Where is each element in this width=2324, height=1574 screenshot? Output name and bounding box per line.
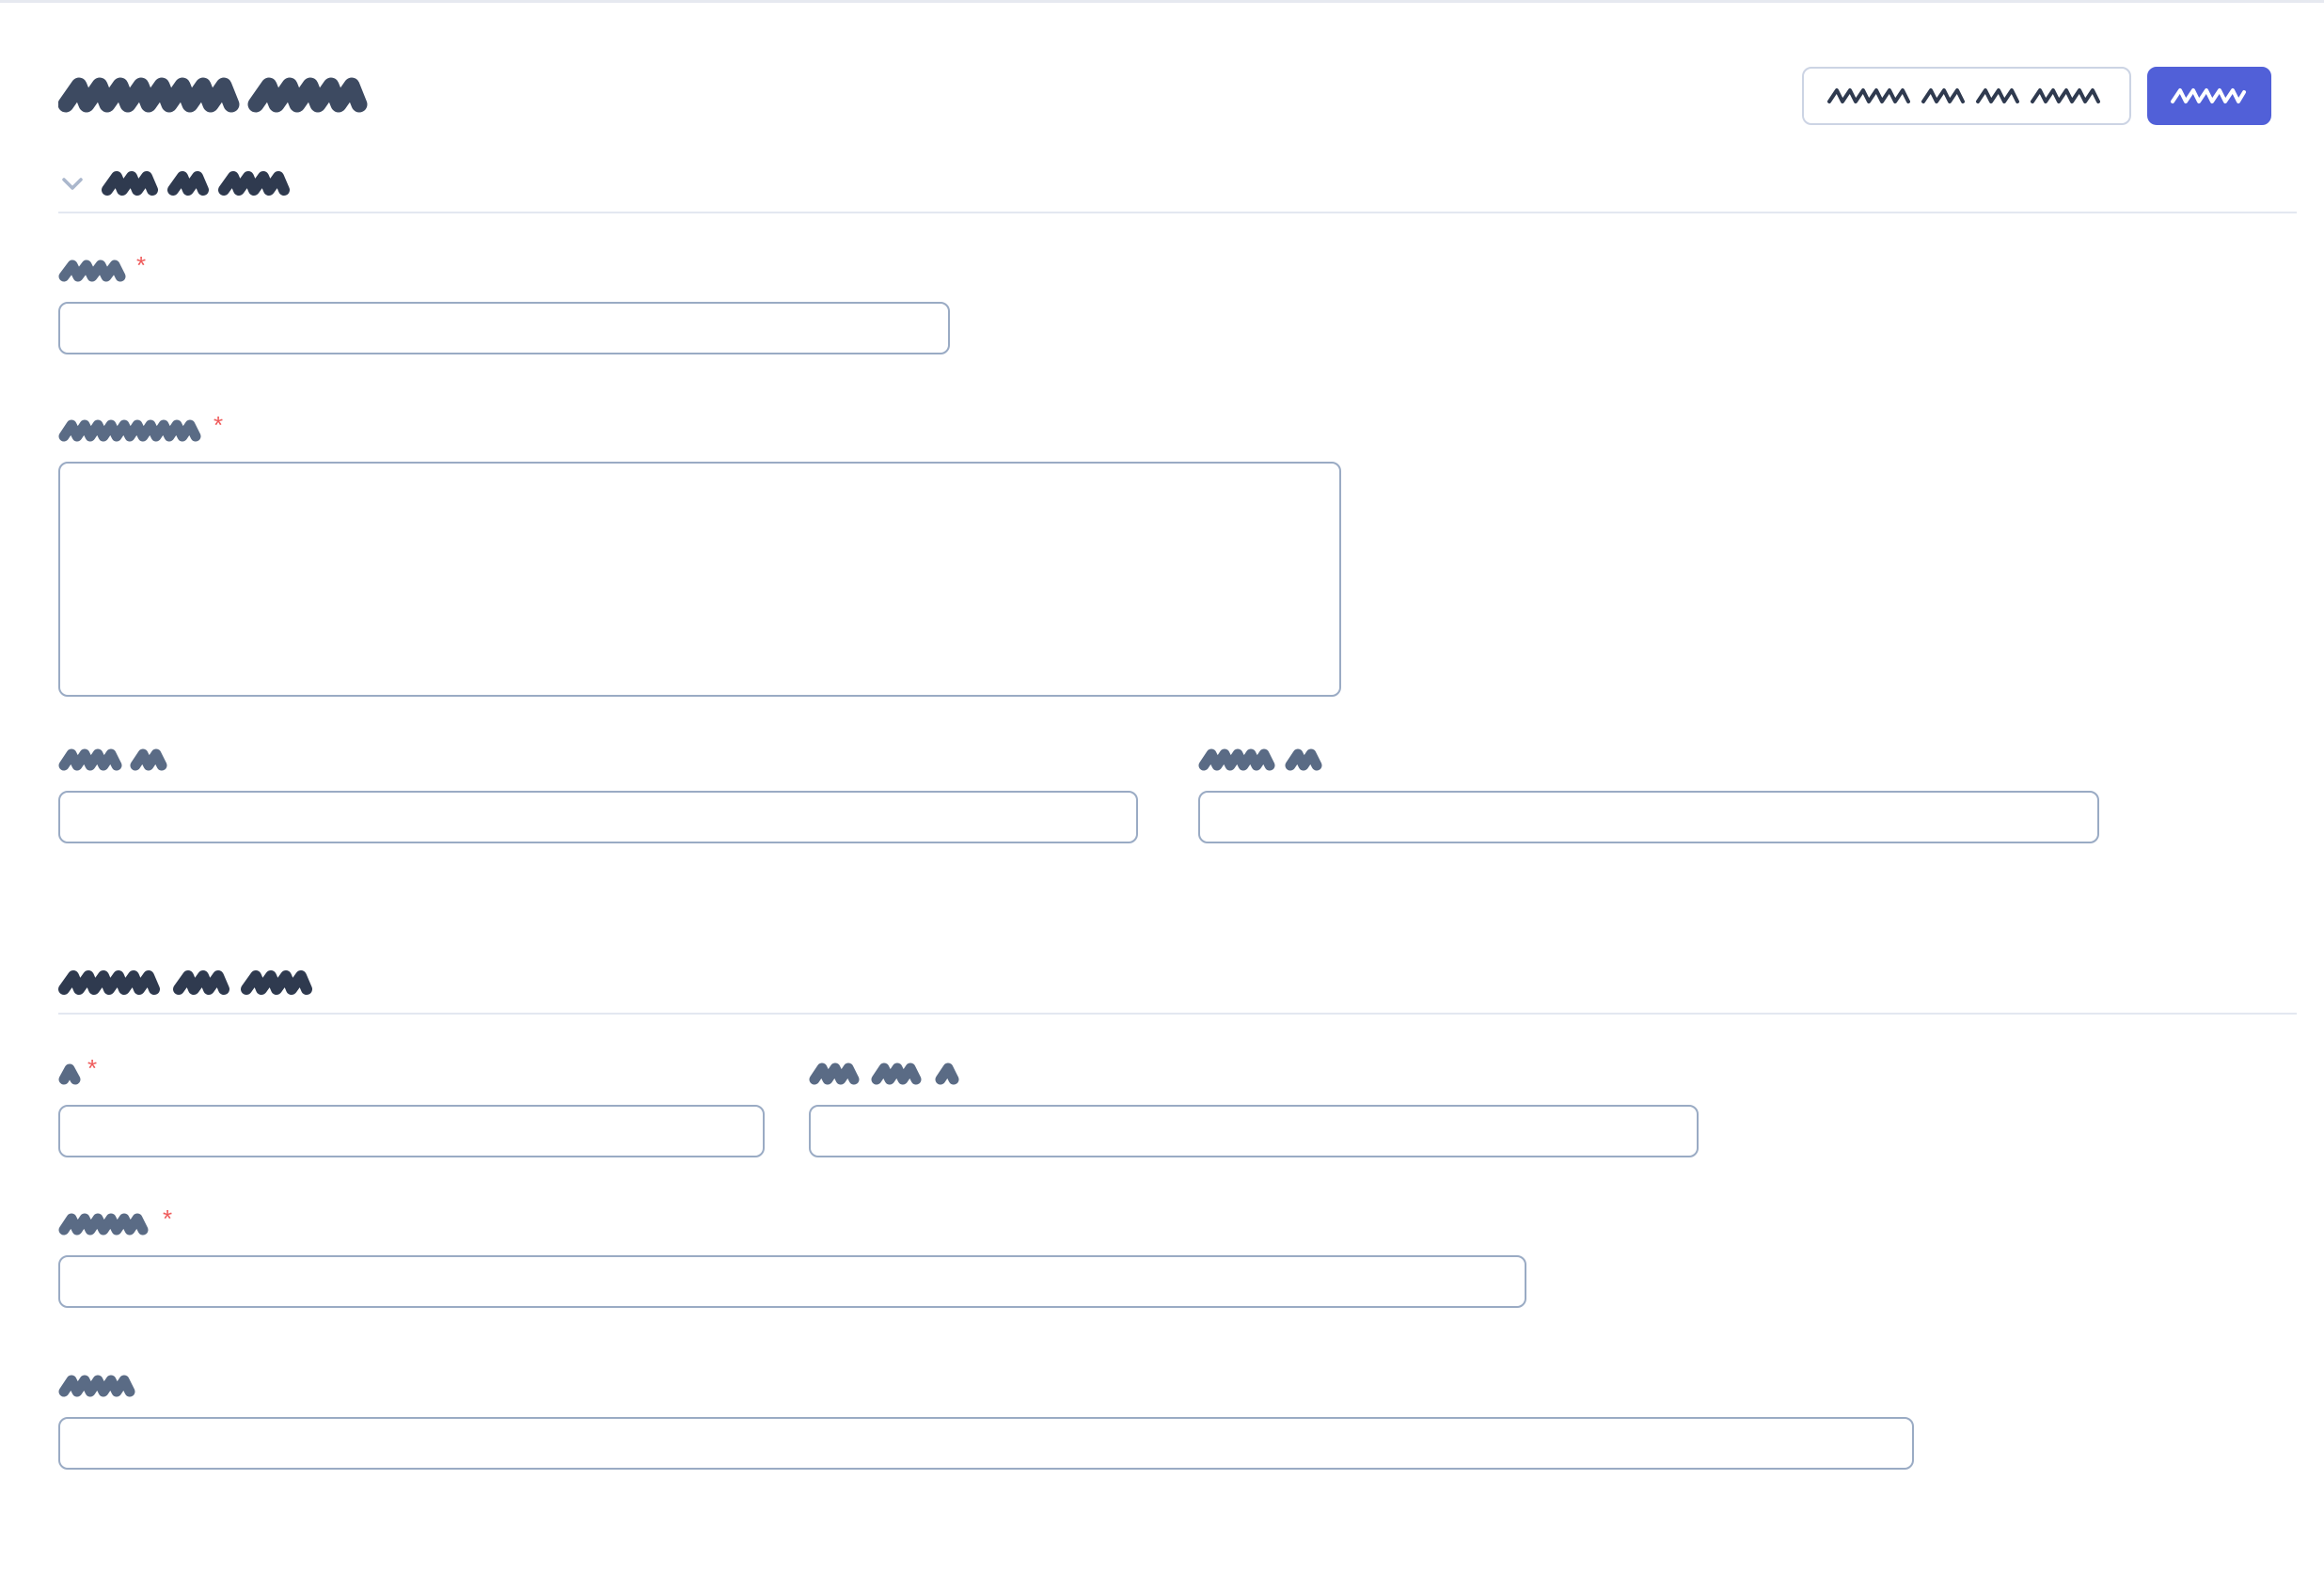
field-end-label <box>1198 748 2099 772</box>
section-one-heading <box>102 169 327 197</box>
field-notes-label <box>58 1374 1914 1398</box>
field-notes-input[interactable] <box>58 1417 1914 1470</box>
secondary-action-button[interactable] <box>1802 67 2131 125</box>
field-address-label: * <box>58 1204 1526 1236</box>
field-description-label: * <box>58 411 1341 443</box>
page-header <box>0 3 2324 161</box>
header-actions <box>1802 67 2271 125</box>
required-marker: * <box>213 411 224 439</box>
field-sub-id-input[interactable] <box>809 1105 1699 1157</box>
field-name-input[interactable] <box>58 302 950 354</box>
required-marker: * <box>87 1054 98 1082</box>
field-address: * <box>58 1204 1526 1308</box>
section-two-heading <box>58 968 331 997</box>
section-one: * * <box>0 163 2324 843</box>
section-two: * * <box>0 962 2324 1470</box>
field-id: * <box>58 1054 765 1157</box>
field-description: * <box>58 411 1341 697</box>
section-two-divider <box>58 1013 2297 1015</box>
field-sub-id <box>809 1062 1699 1157</box>
field-start-label <box>58 748 1138 772</box>
field-id-label: * <box>58 1054 765 1086</box>
field-name-label: * <box>58 251 950 283</box>
field-sub-id-label <box>809 1062 1699 1086</box>
required-marker: * <box>163 1204 173 1233</box>
page-title <box>58 76 378 114</box>
field-notes <box>58 1374 1914 1470</box>
page-title-text <box>58 76 378 114</box>
section-one-divider <box>58 212 2297 213</box>
field-start <box>58 748 1138 843</box>
field-id-input[interactable] <box>58 1105 765 1157</box>
primary-action-label <box>2169 83 2250 109</box>
section-one-header[interactable] <box>0 163 2324 204</box>
primary-action-button[interactable] <box>2147 67 2271 125</box>
field-name: * <box>58 251 950 354</box>
field-end <box>1198 748 2099 843</box>
field-end-input[interactable] <box>1198 791 2099 843</box>
field-start-input[interactable] <box>58 791 1138 843</box>
required-marker: * <box>136 251 147 279</box>
section-two-header[interactable] <box>0 962 2324 1003</box>
field-address-input[interactable] <box>58 1255 1526 1308</box>
field-description-textarea[interactable] <box>58 462 1341 697</box>
secondary-action-label <box>1826 83 2108 109</box>
chevron-down-icon[interactable] <box>58 169 87 197</box>
